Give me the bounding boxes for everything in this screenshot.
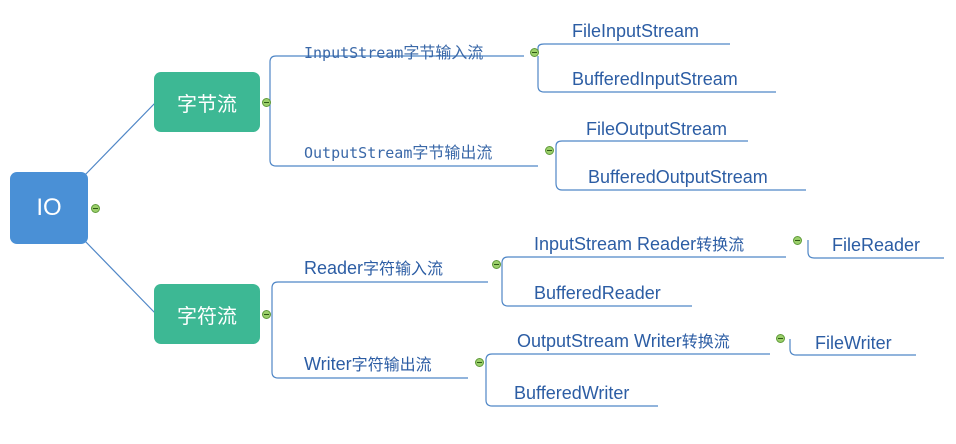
link-reader-buffered <box>501 264 692 307</box>
node-outputstreamwriter[interactable]: OutputStream Writer转换流 <box>517 331 730 352</box>
node-outputstream-zh: 字节输出流 <box>412 143 493 162</box>
link-byte-input <box>269 55 524 102</box>
collapse-icon-inputstreamreader[interactable] <box>793 236 802 245</box>
node-inputstreamreader[interactable]: InputStream Reader转换流 <box>534 234 744 255</box>
link-input-file <box>537 43 730 54</box>
node-inputstream[interactable]: InputStream字节输入流 <box>304 43 483 63</box>
node-outputstream[interactable]: OutputStream字节输出流 <box>304 143 492 163</box>
node-outputstreamwriter-en: OutputStream Writer <box>517 331 682 351</box>
node-inputstreamreader-en: InputStream Reader <box>534 234 697 254</box>
collapse-icon-outputstream[interactable] <box>545 146 554 155</box>
node-char-stream-label: 字符流 <box>177 303 237 328</box>
node-filewriter[interactable]: FileWriter <box>815 333 892 353</box>
link-io-byte <box>83 101 157 177</box>
node-writer[interactable]: Writer字符输出流 <box>304 354 432 375</box>
node-bufferedwriter[interactable]: BufferedWriter <box>514 383 630 403</box>
node-byte-stream[interactable]: 字节流 <box>154 72 260 132</box>
link-char-reader <box>271 281 488 314</box>
collapse-icon-outputstreamwriter[interactable] <box>776 334 785 343</box>
node-inputstreamreader-zh: 转换流 <box>696 235 745 254</box>
node-reader[interactable]: Reader字符输入流 <box>304 258 443 279</box>
collapse-icon-io[interactable] <box>91 204 100 213</box>
link-writer-buffered <box>485 365 658 407</box>
node-writer-zh: 字符输出流 <box>351 355 432 374</box>
node-bufferedoutputstream[interactable]: BufferedOutputStream <box>588 167 768 187</box>
collapse-icon-reader[interactable] <box>492 260 501 269</box>
link-reader-converter <box>501 256 786 264</box>
link-byte-output <box>269 102 538 167</box>
link-wconv-filewriter <box>789 339 916 356</box>
link-output-buffered <box>555 152 806 191</box>
node-fileinputstream[interactable]: FileInputStream <box>572 21 700 41</box>
link-input-buffered <box>537 56 776 93</box>
collapse-icon-writer[interactable] <box>475 358 484 367</box>
root-node-io[interactable]: IO <box>10 172 88 244</box>
root-node-label: IO <box>36 194 62 221</box>
link-writer-converter <box>485 353 770 365</box>
node-fileoutputstream[interactable]: FileOutputStream <box>586 119 728 139</box>
node-outputstreamwriter-zh: 转换流 <box>681 332 730 351</box>
node-bufferedinputstream[interactable]: BufferedInputStream <box>572 69 738 89</box>
node-bufferedreader[interactable]: BufferedReader <box>534 283 661 303</box>
node-inputstream-zh: 字节输入流 <box>403 43 484 62</box>
node-char-stream[interactable]: 字符流 <box>154 284 260 344</box>
link-output-file <box>555 140 748 152</box>
node-inputstream-en: InputStream <box>304 44 404 62</box>
node-byte-stream-label: 字节流 <box>177 91 237 116</box>
collapse-icon-inputstream[interactable] <box>530 48 539 57</box>
node-writer-en: Writer <box>304 354 352 374</box>
link-io-char <box>83 239 157 315</box>
link-rconv-filereader <box>807 240 944 259</box>
node-filereader[interactable]: FileReader <box>832 235 921 255</box>
node-reader-en: Reader <box>304 258 364 278</box>
node-outputstream-en: OutputStream <box>304 144 413 162</box>
link-char-writer <box>271 314 468 379</box>
collapse-icon-byte-stream[interactable] <box>262 98 271 107</box>
collapse-icon-char-stream[interactable] <box>262 310 271 319</box>
node-reader-zh: 字符输入流 <box>363 259 444 278</box>
